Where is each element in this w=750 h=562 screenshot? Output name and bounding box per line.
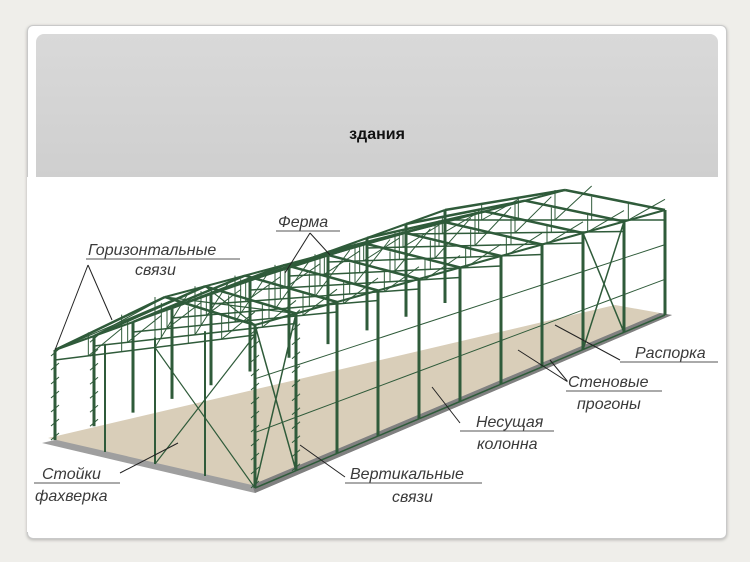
label-bearing-column-1: Несущая [476,414,544,431]
label-wall-purlins-2: прогоны [577,396,641,413]
steel-frame-building-diagram: Горизонтальные связи Ферма Распорка Стен… [27,177,725,532]
label-infill-posts-1: Стойки [42,466,101,483]
label-truss: Ферма [278,214,328,231]
label-wall-purlins-1: Стеновые [568,374,649,391]
slide-title: здания [349,126,405,143]
diagram-labels: Горизонтальные связи Ферма Распорка Стен… [34,213,718,508]
label-infill-posts-2: фахверка [35,488,108,505]
label-horizontal-bracing-2: связи [135,262,176,279]
floor-slab [48,305,660,485]
label-vertical-bracing-2: связи [392,489,433,506]
label-strut: Распорка [635,345,706,362]
leader-lines [54,232,621,478]
steel-frames [50,185,667,489]
label-vertical-bracing-1: Вертикальные [350,466,464,483]
label-bearing-column-2: колонна [477,436,538,453]
label-horizontal-bracing-1: Горизонтальные [88,242,216,259]
plinth-edge [252,313,672,493]
